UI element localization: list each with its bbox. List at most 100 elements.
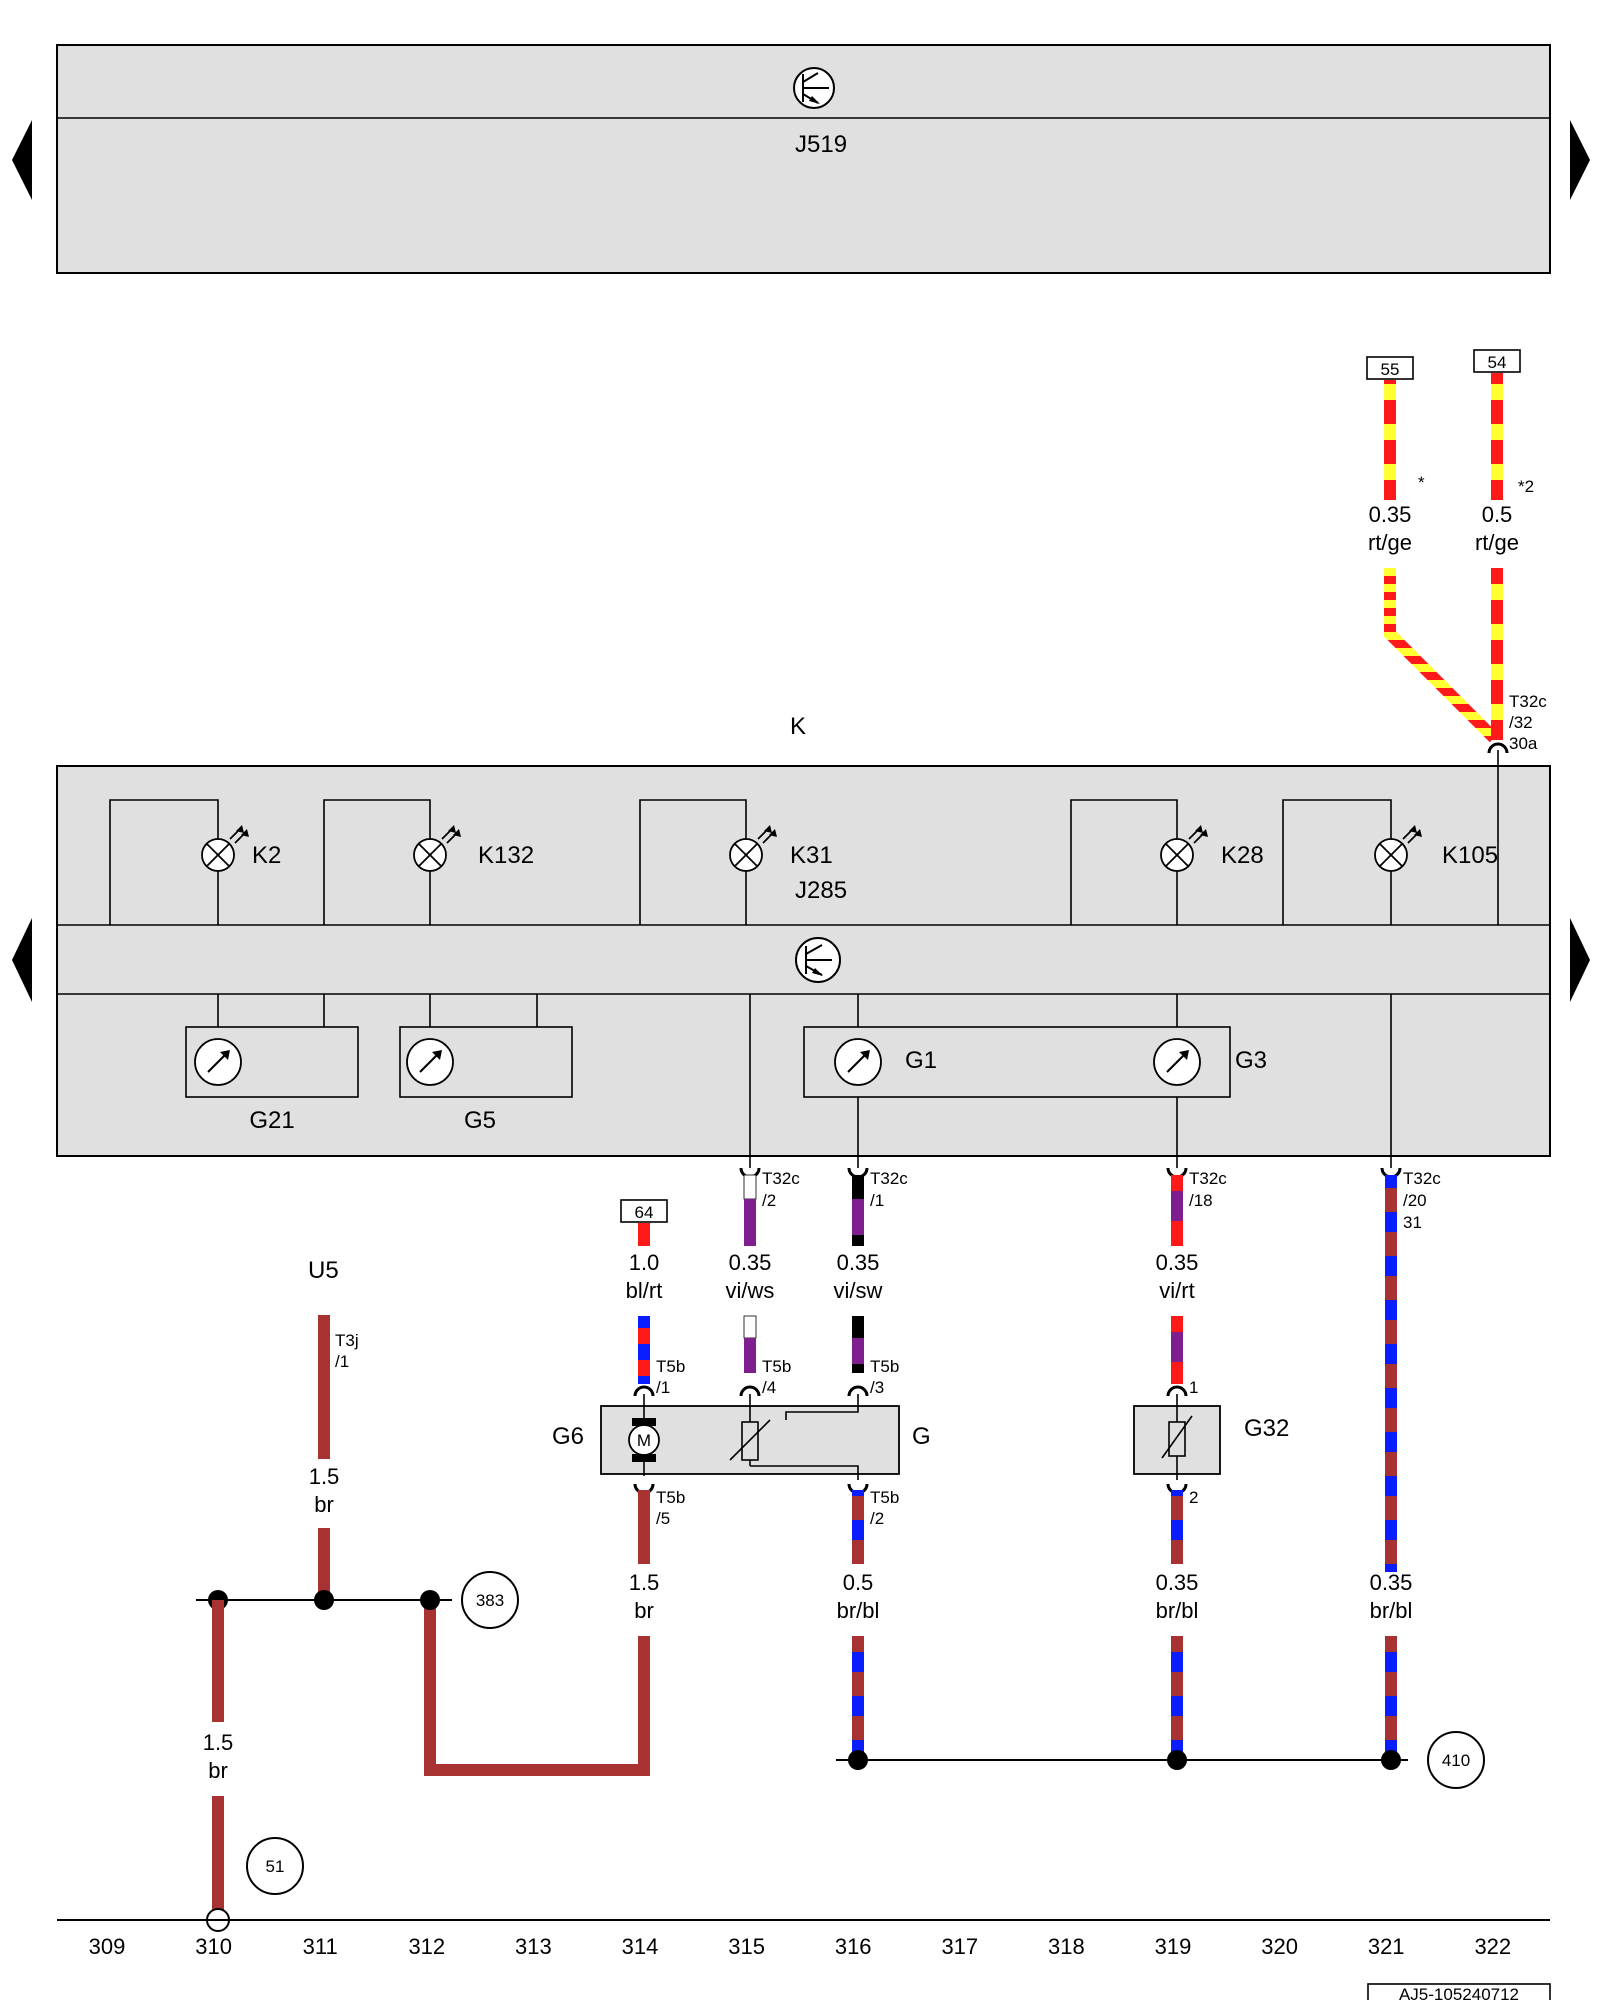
warning-lamp-icon — [1374, 825, 1422, 872]
wire-314-bottom-color: br — [634, 1598, 654, 1623]
wire-314-top: 64 1.0 bl/rt — [620, 1199, 668, 1384]
k-label: K — [790, 713, 806, 740]
pin-319-pin: /18 — [1189, 1191, 1213, 1210]
wire-319-top: 0.35 vi/rt — [1156, 1175, 1198, 1384]
pin-321-term: 31 — [1403, 1213, 1422, 1232]
column-number: 318 — [1048, 1934, 1085, 1959]
nav-left-arrow-icon[interactable] — [12, 120, 32, 200]
wire-316-bottom-color: br/bl — [837, 1598, 880, 1623]
motor-symbol: M — [637, 1431, 651, 1450]
pin-t32c-32-conn: T32c — [1509, 692, 1547, 711]
wire-315-color: vi/ws — [726, 1278, 775, 1303]
lamp-k105: K105 — [1374, 825, 1498, 872]
g32-sender: G32 1 2 — [1133, 1378, 1289, 1507]
pin-316-conn: T32c — [870, 1169, 908, 1188]
gauge-g3: G3 — [1153, 1038, 1267, 1086]
ref-box-55: 55 — [1381, 360, 1400, 379]
wire-321-color: br/bl — [1370, 1598, 1413, 1623]
gauge-icon — [406, 1038, 454, 1086]
wire-55-color: rt/ge — [1368, 530, 1412, 555]
pin-321-conn: T32c — [1403, 1169, 1441, 1188]
wire-54-color: rt/ge — [1475, 530, 1519, 555]
wire-316-bottom: 0.5 br/bl — [837, 1490, 880, 1760]
gauges-layer: G21 G5 G1 G3 — [194, 1038, 1267, 1134]
wire-311-size: 1.5 — [309, 1464, 340, 1489]
lamp-label: K2 — [252, 842, 281, 869]
wire-314-top-color: bl/rt — [626, 1278, 663, 1303]
lamp-label: K132 — [478, 842, 534, 869]
k-module: K J285 — [56, 713, 1551, 1168]
warning-lamp-icon — [201, 825, 249, 872]
lamp-k132: K132 — [413, 825, 534, 872]
ref-410: 410 — [1442, 1751, 1470, 1770]
nav-left-arrow-icon[interactable] — [12, 918, 32, 1002]
wire-311-color: br — [314, 1492, 334, 1517]
gauge-icon — [834, 1038, 882, 1086]
pin-t5b3-conn: T5b — [870, 1357, 899, 1376]
column-number: 321 — [1368, 1934, 1405, 1959]
nav-right-arrow-icon[interactable] — [1570, 120, 1590, 200]
gauge-icon — [1153, 1038, 1201, 1086]
wire-310-color: br — [208, 1758, 228, 1783]
wire-314-top-size: 1.0 — [629, 1250, 660, 1275]
pin-t32c-32-term: 30a — [1509, 734, 1538, 753]
pin-t5b5-pin: /5 — [656, 1509, 670, 1528]
pin-g32-2: 2 — [1189, 1488, 1198, 1507]
column-number: 317 — [941, 1934, 978, 1959]
column-number: 320 — [1261, 1934, 1298, 1959]
wire-55-size: 0.35 — [1369, 502, 1412, 527]
lamp-k31: K31 — [729, 825, 833, 872]
wire-310-size: 1.5 — [203, 1730, 234, 1755]
pin-t5b4-conn: T5b — [762, 1357, 791, 1376]
wire-319-bottom-color: br/bl — [1156, 1598, 1199, 1623]
pin-t5b1-pin: /1 — [656, 1378, 670, 1397]
motor-icon: M — [628, 1418, 660, 1462]
gauge-label: G21 — [249, 1107, 294, 1134]
gauge-label: G3 — [1235, 1047, 1267, 1074]
pin-t5b5-conn: T5b — [656, 1488, 685, 1507]
warning-lamp-icon — [729, 825, 777, 872]
u5-circuit: U5 T3j /1 1.5 br 383 1.5 br 51 — [196, 1257, 519, 1932]
lamp-label: K31 — [790, 842, 833, 869]
wire-316-top: 0.35 vi/sw — [834, 1175, 883, 1373]
g32-label: G32 — [1244, 1415, 1289, 1442]
column-number: 322 — [1474, 1934, 1511, 1959]
wire-316-top-size: 0.35 — [837, 1250, 880, 1275]
nav-right-arrow-icon[interactable] — [1570, 918, 1590, 1002]
gauge-icon — [194, 1038, 242, 1086]
wire-54-size: 0.5 — [1482, 502, 1513, 527]
gauge-g1: G1 — [834, 1038, 937, 1086]
control-unit-icon — [793, 67, 835, 109]
pin-315-conn: T32c — [762, 1169, 800, 1188]
g6-g-sender-unit: G6 G M T5b /1 T5b /4 T5b — [552, 1357, 931, 1528]
ref-box-54: 54 — [1488, 353, 1507, 372]
wire-321: 0.35 br/bl — [1370, 1175, 1413, 1760]
control-unit-icon — [795, 937, 841, 983]
column-number: 315 — [728, 1934, 765, 1959]
potentiometer-icon — [643, 1394, 859, 1480]
column-number: 313 — [515, 1934, 552, 1959]
lamp-label: K105 — [1442, 842, 1498, 869]
ref-51: 51 — [266, 1857, 285, 1876]
wire-316-top-color: vi/sw — [834, 1278, 883, 1303]
supply-wires: 55 54 * *2 0.35 rt/ge 0.5 rt/ge T32c /32… — [1366, 349, 1547, 754]
gauge-label: G5 — [464, 1107, 496, 1134]
wire-316-bottom-size: 0.5 — [843, 1570, 874, 1595]
warning-lamp-icon — [1160, 825, 1208, 872]
pin-g32-1: 1 — [1189, 1378, 1198, 1397]
pin-321-pin: /20 — [1403, 1191, 1427, 1210]
column-number: 310 — [195, 1934, 232, 1959]
footer-code-box: AJ5-105240712 — [1367, 1983, 1551, 2000]
pin-t3j-pin: /1 — [335, 1352, 349, 1371]
k-bottom-pin-labels: T32c /2 T32c /1 T32c /18 T32c /20 31 — [762, 1169, 1441, 1232]
gauge-label: G1 — [905, 1047, 937, 1074]
wire-315: 0.35 vi/ws — [726, 1174, 775, 1373]
k-bottom-pins — [739, 1167, 1402, 1179]
column-number: 316 — [835, 1934, 872, 1959]
pin-315-pin: /2 — [762, 1191, 776, 1210]
g6-label: G6 — [552, 1423, 584, 1450]
j285-label: J285 — [795, 877, 847, 904]
column-number: 312 — [408, 1934, 445, 1959]
